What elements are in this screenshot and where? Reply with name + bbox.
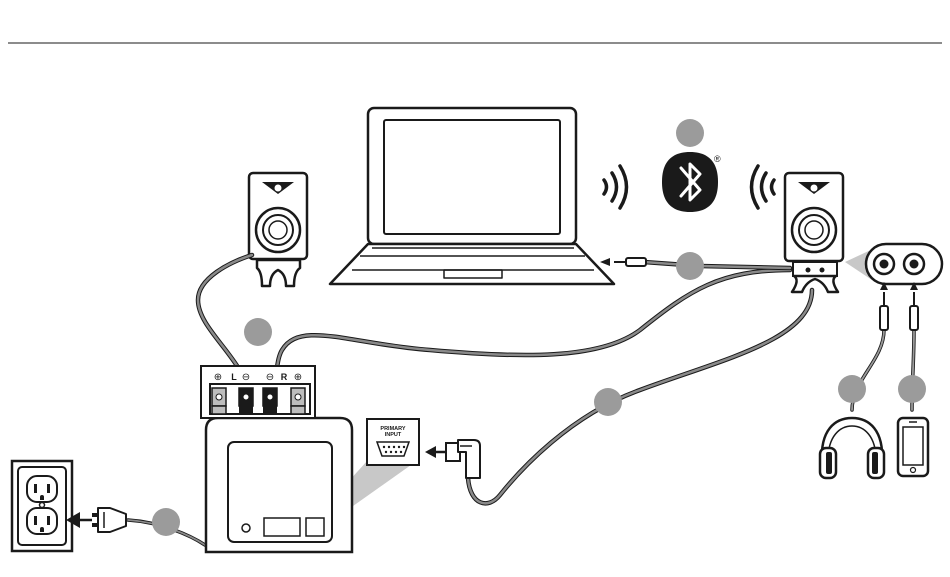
bluetooth-icon: ® [662, 152, 721, 212]
headphones-icon [820, 418, 884, 478]
primary-input-panel: PRIMARY INPUT [367, 419, 419, 465]
terminal-minus-label: ⊖ [242, 372, 250, 383]
channel-right-label: R [281, 372, 288, 382]
laptop-icon [330, 108, 614, 284]
aux-plug-icon [910, 282, 918, 330]
step-marker-digital [594, 388, 622, 416]
step-marker-bluetooth [676, 119, 704, 147]
arrow-left-icon [425, 446, 436, 458]
step-marker-headphones [838, 375, 866, 403]
speaker-terminal-block: ⊕ ⊖ L ⊖ R ⊕ [201, 366, 315, 418]
wireless-signal-icon [752, 166, 775, 208]
left-speaker-icon [249, 173, 307, 286]
primary-input-label-line2: INPUT [385, 432, 402, 438]
wireless-signal-icon [604, 166, 627, 208]
digital-cable-plug-icon [425, 440, 480, 478]
aux-plug-icon [880, 282, 888, 330]
aux-jack-panel [866, 244, 942, 284]
terminal-minus-label: ⊖ [266, 372, 274, 383]
wall-outlet-icon [12, 461, 72, 551]
arrow-left-icon [600, 258, 610, 266]
registered-mark: ® [714, 154, 721, 164]
channel-left-label: L [231, 372, 237, 382]
step-marker-speaker-wire [244, 318, 272, 346]
step-marker-phone [898, 375, 926, 403]
step-marker-power [152, 508, 180, 536]
power-plug-icon [66, 508, 126, 532]
aux-plug-icon [600, 258, 646, 266]
right-speaker-icon [785, 173, 843, 292]
smartphone-icon [898, 418, 928, 476]
amplifier-icon [206, 418, 352, 552]
terminal-plus-label: ⊕ [214, 372, 222, 383]
step-marker-aux [676, 252, 704, 280]
terminal-plus-label: ⊕ [294, 372, 302, 383]
